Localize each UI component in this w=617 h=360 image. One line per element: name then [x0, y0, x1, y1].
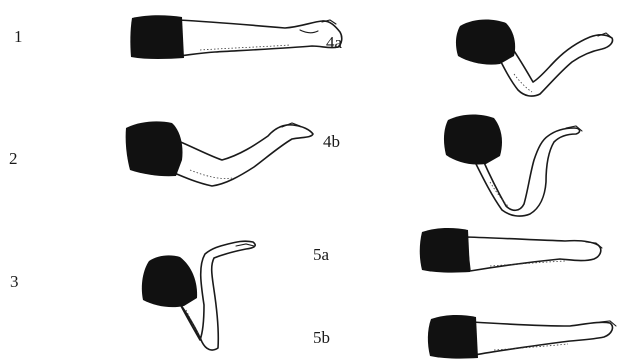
label-position-2: 2 — [9, 150, 18, 167]
leg-position-1 — [130, 15, 341, 59]
leg-position-4a — [456, 20, 613, 97]
label-position-4a: 4a — [326, 34, 342, 51]
leg-position-4b — [444, 114, 582, 216]
label-position-1: 1 — [14, 28, 23, 45]
leg-position-5b — [428, 315, 616, 359]
label-position-4b: 4b — [323, 133, 340, 150]
leg-position-2 — [126, 121, 313, 186]
leg-position-5a — [420, 228, 602, 273]
leg-position-3 — [142, 241, 255, 350]
label-position-5a: 5a — [313, 246, 329, 263]
label-position-5b: 5b — [313, 329, 330, 346]
label-position-3: 3 — [10, 273, 19, 290]
